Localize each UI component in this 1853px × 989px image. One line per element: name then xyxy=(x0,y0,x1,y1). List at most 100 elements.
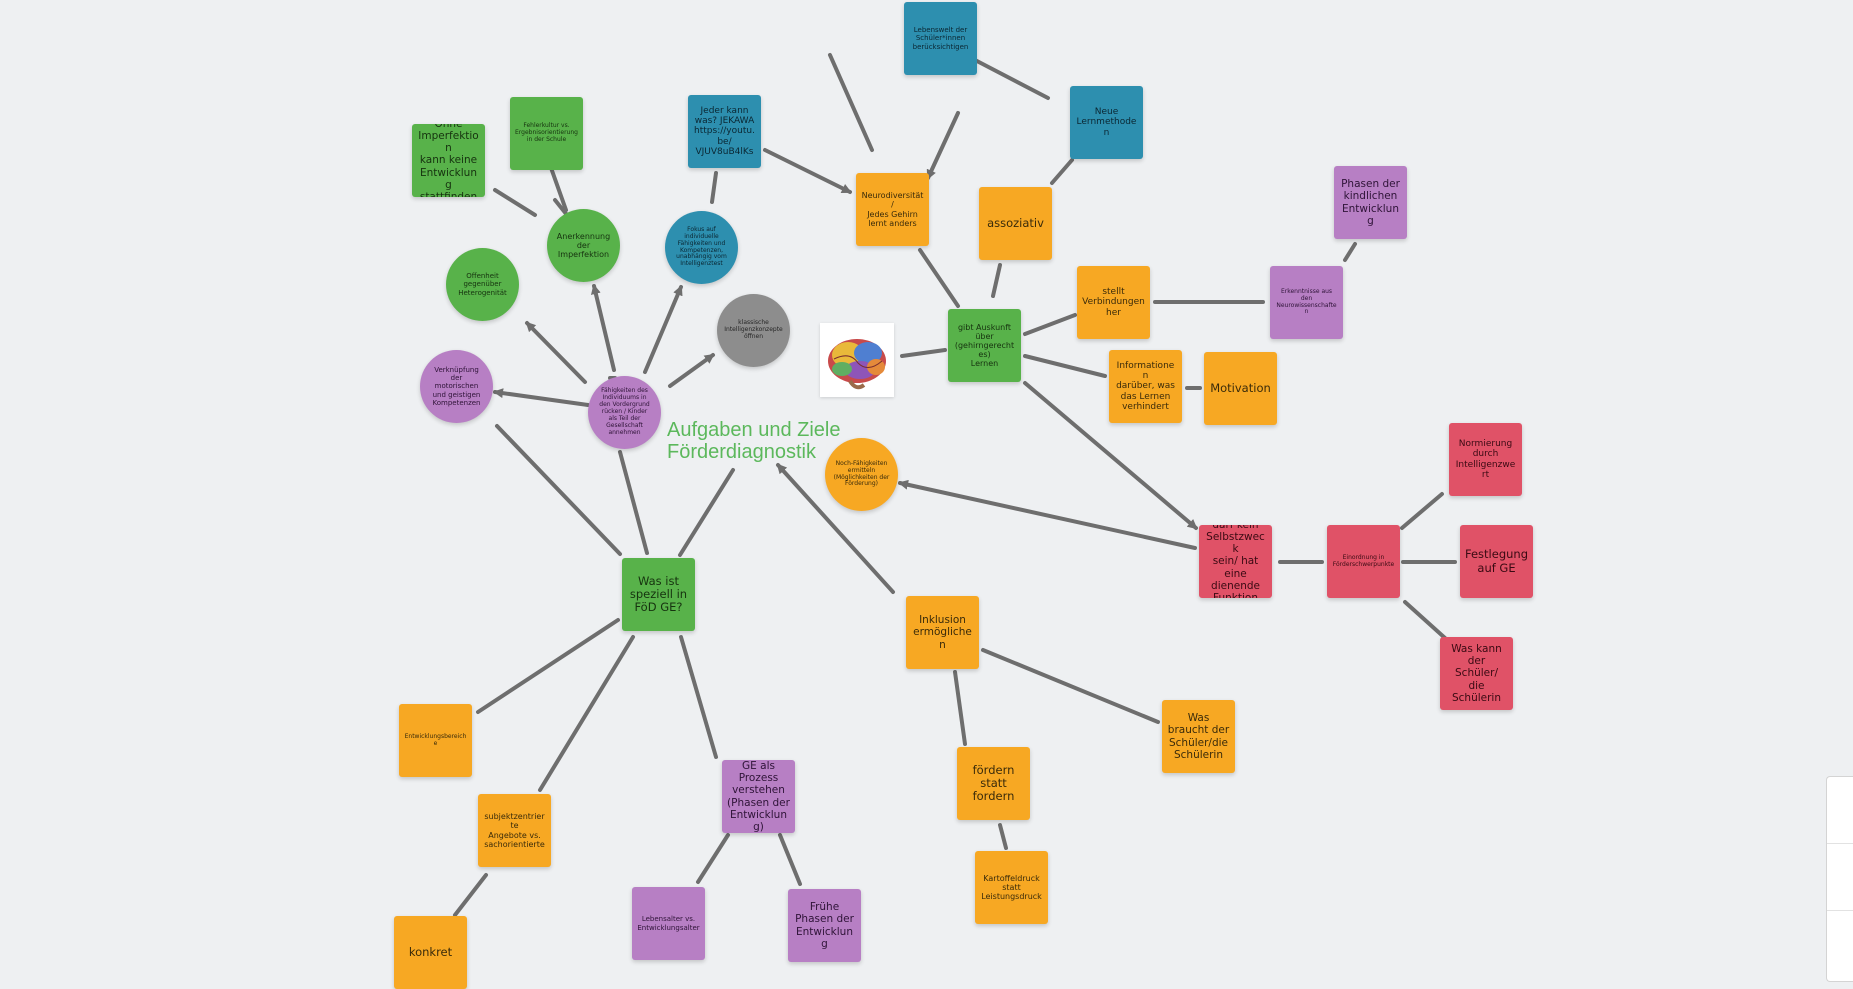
node-text-line: Motivation xyxy=(1210,380,1271,395)
connector-line xyxy=(668,353,715,388)
connector-line xyxy=(696,833,730,884)
node-text-line: der xyxy=(576,240,591,250)
connector-line xyxy=(898,479,1197,550)
node-text-line: Ohne xyxy=(434,124,463,131)
node-text-line: Noch-Fähigkeiten xyxy=(835,459,888,467)
node-lebensalter[interactable]: Lebensalter vs.Entwicklungsalter xyxy=(632,887,705,960)
node-text-line: Prozess xyxy=(738,772,779,785)
node-text-line: Schülerin xyxy=(1173,748,1223,761)
node-text-line: Leistungsdruck xyxy=(981,892,1042,902)
node-konkret[interactable]: konkret xyxy=(394,916,467,989)
node-text-line: statt xyxy=(980,775,1007,790)
node-text-line: assoziativ xyxy=(987,215,1044,230)
node-text-line: https://youtu. xyxy=(694,126,755,137)
node-text-line: braucht der xyxy=(1167,724,1230,737)
node-text-line: auf GE xyxy=(1477,560,1516,575)
node-text-line: Verbindungen xyxy=(1082,297,1145,308)
node-entwicklungsbereiche[interactable]: Entwicklungsbereiche xyxy=(399,704,472,777)
node-text-line: ermitteln xyxy=(847,466,876,474)
zoom-out-button[interactable] xyxy=(1827,844,1853,911)
connector-line xyxy=(590,284,616,372)
connector-line xyxy=(643,285,683,374)
node-text-line: stattfinden xyxy=(419,190,478,197)
node-text-line: Einordnung in xyxy=(1342,553,1385,561)
node-text-line: Heterogenität xyxy=(458,288,507,297)
zoom-in-button[interactable] xyxy=(1827,777,1853,844)
zoom-controls[interactable] xyxy=(1826,776,1853,982)
connector-line xyxy=(926,111,960,180)
node-text-line: GE als xyxy=(742,760,775,773)
node-text-line: Was xyxy=(1187,712,1210,725)
connector-line xyxy=(495,424,622,556)
node-text-line: Neurowissenschaften xyxy=(1276,301,1337,316)
node-text-line: gibt Auskunft xyxy=(957,322,1012,332)
connector-line xyxy=(679,635,718,759)
fit-view-button[interactable] xyxy=(1827,911,1853,978)
map-title[interactable]: Aufgaben und Ziele Förderdiagnostik xyxy=(667,419,840,463)
connector-line xyxy=(1403,600,1447,640)
connector-line xyxy=(973,58,1050,100)
node-text-line: Schülerin xyxy=(1451,691,1501,704)
node-text-line: VJUV8uB4lKs xyxy=(695,147,754,158)
connector-line xyxy=(678,468,735,557)
node-text-line: Entwicklungsalter xyxy=(637,923,700,932)
node-text-line: Lernen xyxy=(970,359,999,369)
node-text-line: Fehlerkultur vs. xyxy=(523,122,570,130)
connector-line xyxy=(1050,158,1074,185)
brain-image[interactable] xyxy=(820,323,894,397)
connector-line xyxy=(710,171,718,204)
node-text-line: Förderschwerpunkte xyxy=(1332,560,1395,568)
node-text-line: dienende xyxy=(1211,579,1260,592)
node-text-line: was? JEKAWA xyxy=(694,115,755,126)
node-text: Lebensalter vs.Entwicklungsalter xyxy=(637,915,699,931)
node-text-line: darf kein xyxy=(1212,525,1259,532)
node-assoziativ[interactable]: assoziativ xyxy=(979,187,1052,260)
connector-line xyxy=(1023,313,1077,336)
node-text-line: Intelligenzkonzepte xyxy=(724,326,783,334)
node-text-line: subjektzentrierte xyxy=(484,812,545,831)
connector-line xyxy=(1023,381,1198,530)
node-motivation[interactable]: Motivation xyxy=(1204,352,1277,425)
node-text-line: in der Schule xyxy=(526,135,567,143)
node-text-line: (gehirngerechtes) xyxy=(954,340,1015,360)
